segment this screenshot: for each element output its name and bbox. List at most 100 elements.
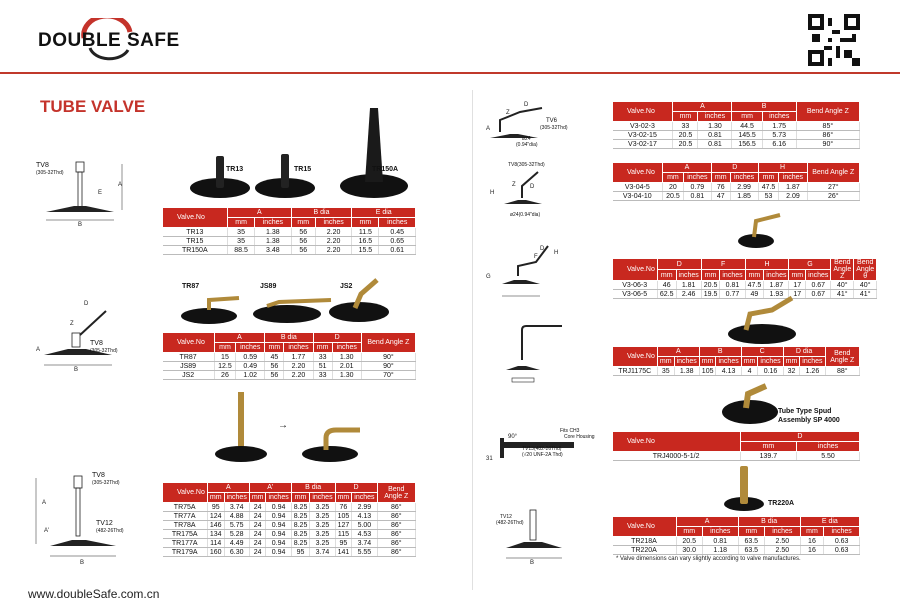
table-cell: 85° [796,121,861,131]
table-cell: 56 [264,361,285,371]
table-cell: 16 [800,536,825,546]
svg-text:B: B [78,222,82,228]
table-cell: 86° [377,502,416,512]
table-cell: 6.16 [762,139,797,149]
table-cell: 141 [335,547,353,557]
table-cell: 90° [361,352,417,362]
table-cell: 47.5 [758,182,780,192]
table-cell: 8.25 [291,511,311,521]
table-cell: 63.5 [738,545,765,555]
col-d: D [334,482,378,493]
col-c: C [740,346,784,357]
disclaimer-note: * Valve dimensions can vary slightly acc… [616,556,801,562]
table-cell: TR175A [162,529,208,539]
table-cell: 4.13 [715,366,742,376]
table-cell: V3-02-17 [612,139,674,149]
sub-mm: mm [227,217,256,228]
table-cell: 20.5 [701,280,721,290]
table-cell: 20 [662,182,684,192]
col-b-dia: B dia [264,332,314,343]
col-valve-no: Valve.No [612,431,741,452]
col-f: F [700,258,746,270]
sub-inches: inches [223,492,250,503]
col-valve-no: Valve.No [612,516,677,537]
table-cell: 2.20 [315,227,353,237]
table-cell: V3-02-15 [612,130,674,140]
col-b-dia: B dia [737,516,801,527]
table-cell: 33 [672,121,699,131]
table-cell: 12.5 [214,361,237,371]
col-a: A [227,207,292,218]
table-cell: 0.81 [702,536,739,546]
table-cell: 76 [711,182,731,192]
col-a: A [675,516,739,527]
table-cell: 24 [249,502,267,512]
table-cell: 5.73 [762,130,797,140]
col-bend-angle: Bend Angle Z [824,346,861,367]
table-cell: 19.5 [701,289,721,299]
sub-mm: mm [788,269,807,281]
col-valve-no: Valve.No [611,162,664,183]
table-cell: 27° [807,182,860,192]
table-cell: 4.53 [351,529,378,539]
table-cell: 56 [264,370,285,380]
table-cell: 134 [207,529,225,539]
sub-mm: mm [290,217,316,228]
col-b-dia: B dia [290,482,336,493]
col-b: B [731,101,797,112]
table-cell: 0.77 [719,289,746,299]
table-cell: TR218A [612,536,677,546]
col-a: A [662,162,712,173]
core-housing-sub-label: Core Housing [564,434,595,440]
tv8-diagram-1: A E B [46,161,123,228]
table-cell: 2.99 [730,182,759,192]
table-cell: 33 [313,352,333,362]
table-cell: 1.87 [763,280,790,290]
table-cell: 4.49 [224,538,250,548]
col-valve-no: Valve.No [611,101,674,122]
sub-inches: inches [778,172,808,183]
sub-inches: inches [757,356,784,367]
tv8-thread-label-3: (305-32Thd) [92,480,120,486]
table-cell: 0.94 [265,538,292,548]
table-cell: 5.55 [351,547,378,557]
table-cell: 26 [214,370,237,380]
tr220a-image [724,466,764,511]
table-cell: 1.75 [762,121,797,131]
svg-text:D: D [524,102,529,108]
tv13-label: TV13(482-26Thd) [522,446,562,452]
table-cell: 8.25 [291,538,311,548]
table-cell: 0.94 [265,547,292,557]
svg-text:D: D [530,184,535,190]
table-cell: 0.94 [265,502,292,512]
table-cell: 2.50 [764,536,801,546]
table-cell: 20.5 [672,139,699,149]
sub-mm: mm [740,356,759,367]
table-cell: 0.81 [697,130,733,140]
table-cell: 139.7 [740,451,798,461]
svg-text:A: A [42,500,46,506]
table-cell: 105 [699,366,717,376]
svg-text:E: E [98,190,102,196]
table-cell: 95 [207,502,225,512]
svg-text:D: D [84,301,89,307]
table-cell: 3.25 [309,520,336,530]
table-cell: 1.77 [283,352,314,362]
spud-caption-2: Assembly SP 4000 [778,417,840,424]
table-cell: 1.02 [235,370,266,380]
sub-inches: inches [675,269,702,281]
table-cell: 17 [788,280,807,290]
table-cell: 0.81 [719,280,746,290]
table-cell: V3-06-5 [612,289,658,299]
tv8-tv12-diagram: A A' B [35,475,116,566]
header-divider [0,72,900,74]
